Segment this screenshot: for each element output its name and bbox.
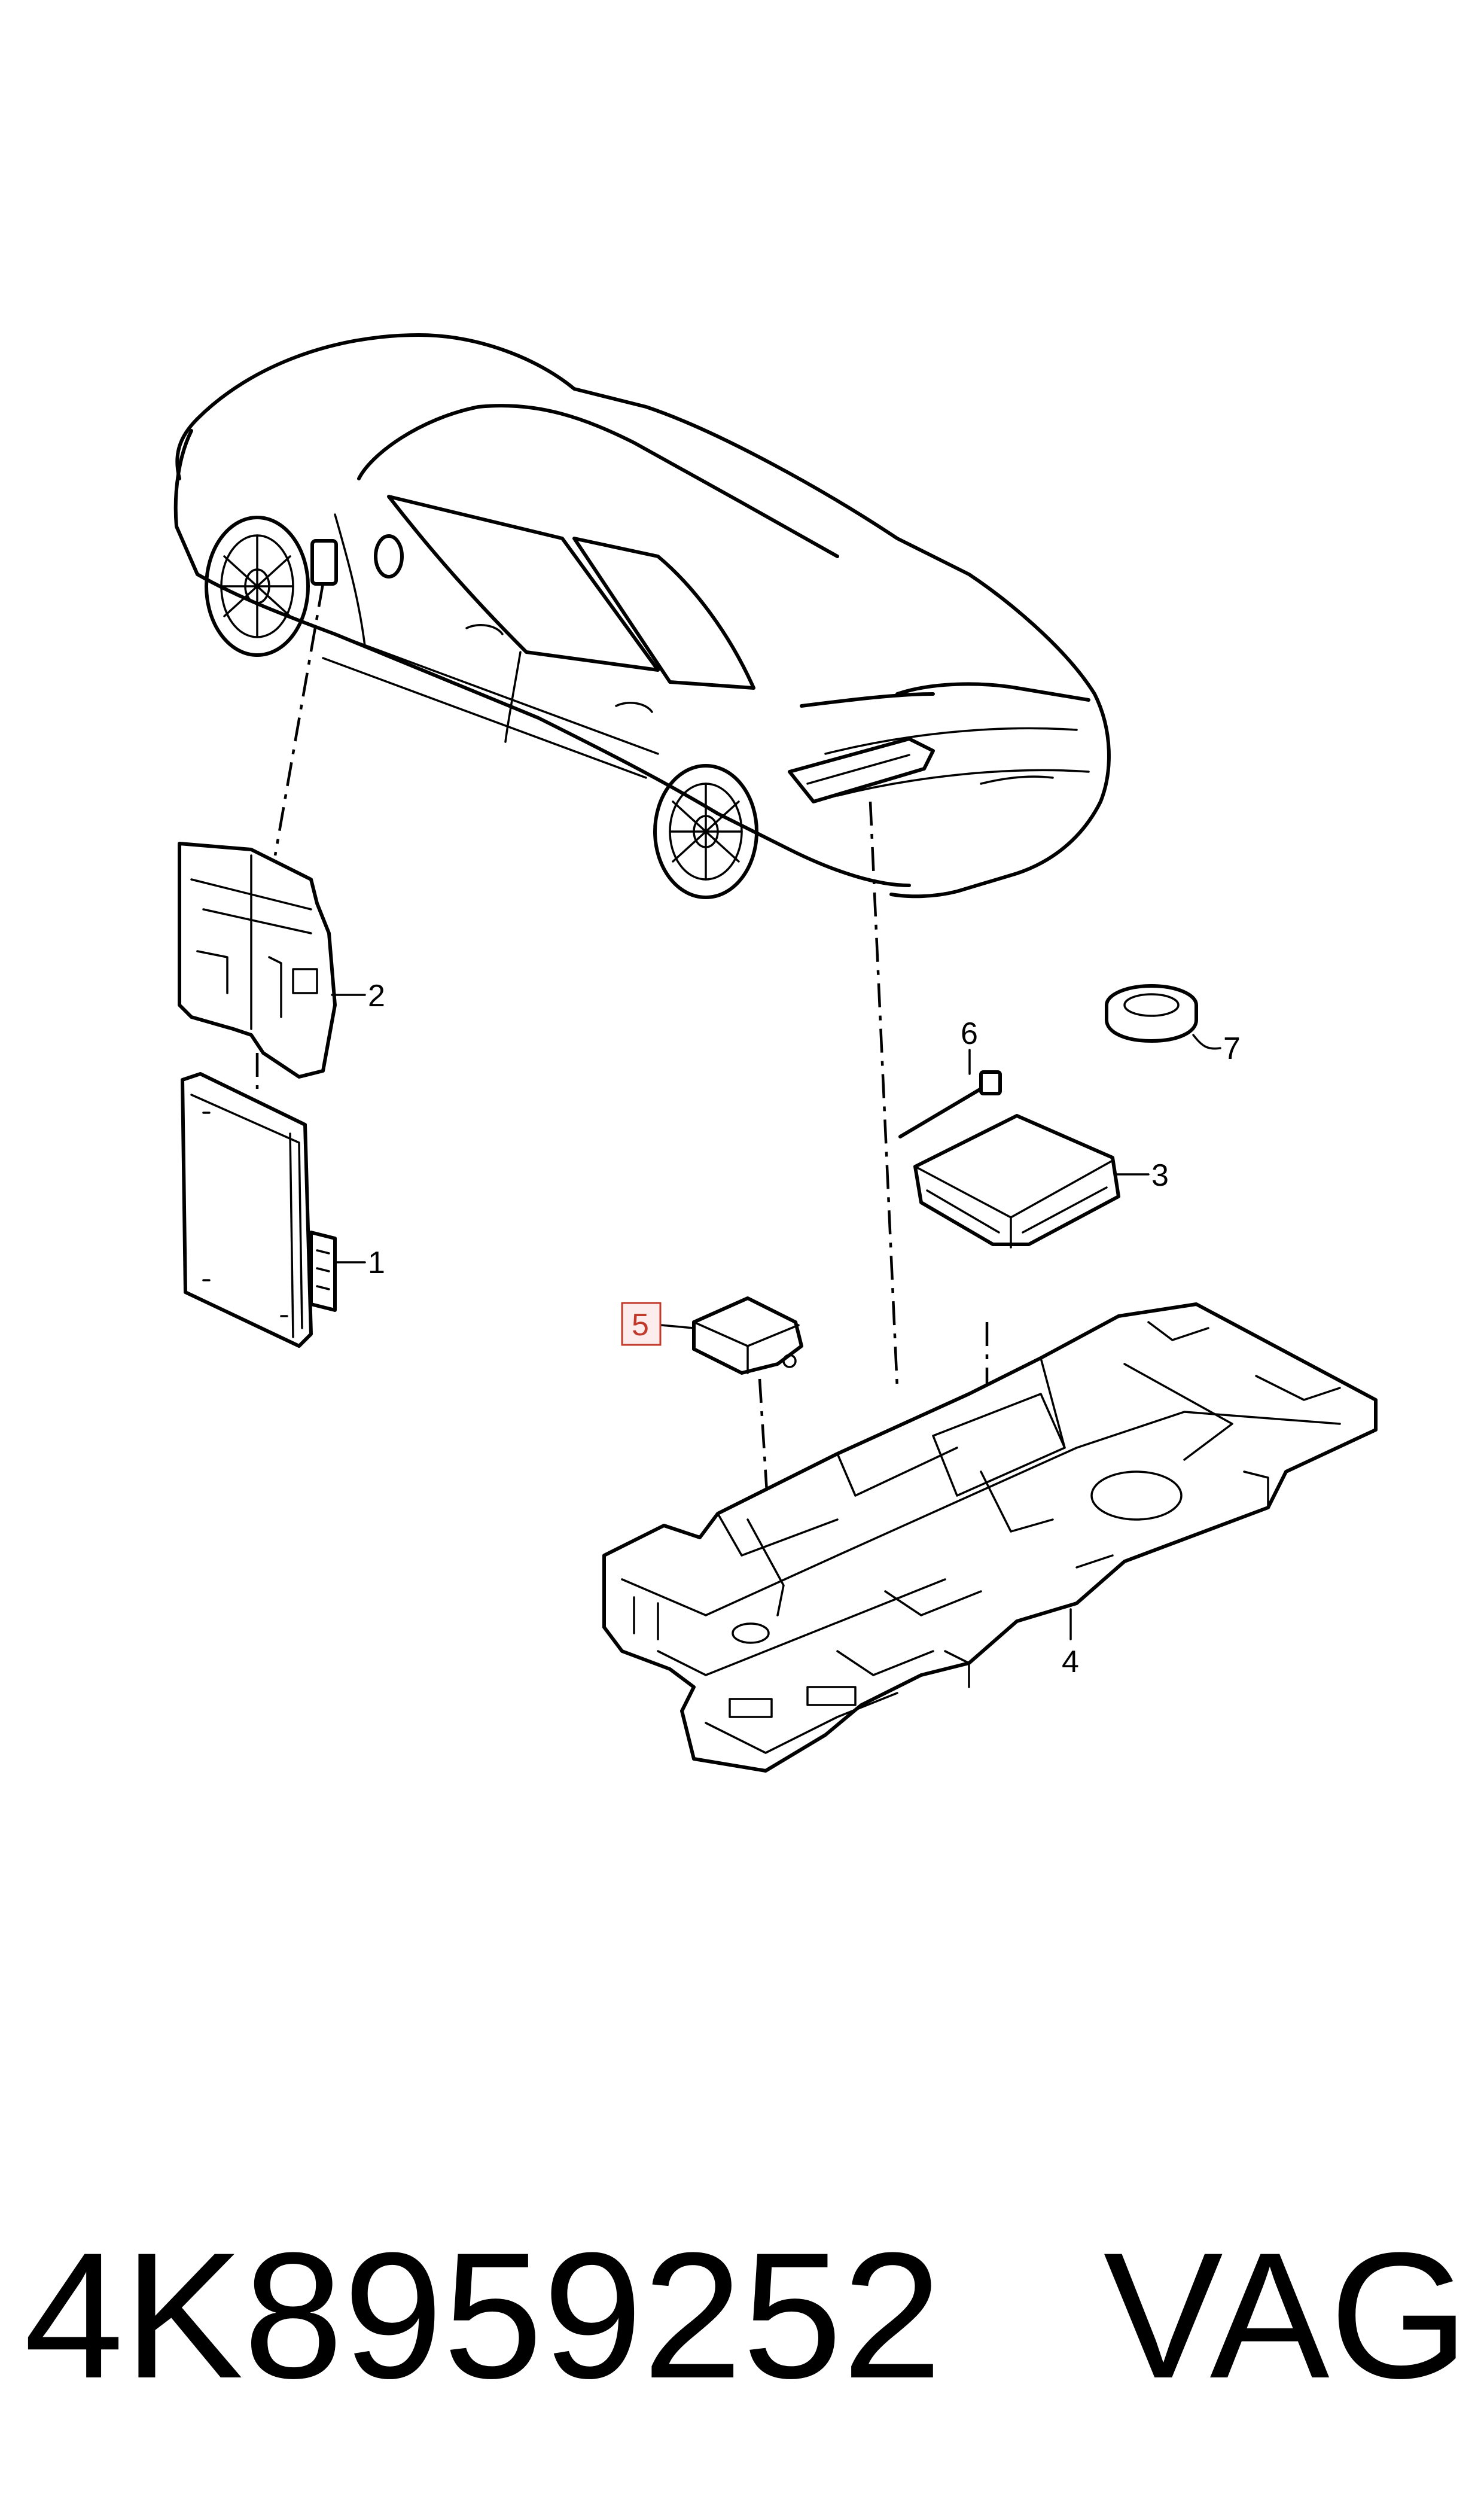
callout-leaders <box>331 994 1221 1640</box>
callout-5: 5 <box>632 1308 649 1342</box>
callout-labels: 2 1 3 4 5 6 7 <box>368 979 1241 1679</box>
part-2-bracket <box>178 842 337 1079</box>
leader-dashes <box>255 583 989 1568</box>
callout-4: 4 <box>1062 1645 1079 1679</box>
callout-5-box <box>621 1302 662 1346</box>
car-illustration <box>173 333 1111 899</box>
callout-7: 7 <box>1223 1031 1241 1066</box>
callout-2: 2 <box>368 979 385 1013</box>
part-number: 4K8959252 <box>24 2215 942 2416</box>
callout-3: 3 <box>1151 1158 1169 1193</box>
part-5-sensor <box>692 1296 803 1375</box>
callout-6: 6 <box>961 1016 978 1051</box>
part-6-antenna <box>898 1070 1002 1138</box>
brand-label: VAG <box>1103 2215 1469 2416</box>
callout-1: 1 <box>368 1246 385 1280</box>
part-1-control-unit <box>181 1072 337 1348</box>
part-7-tape-roll <box>1105 984 1198 1043</box>
part-4-tray <box>602 1302 1378 1773</box>
part-3-module <box>913 1114 1120 1249</box>
